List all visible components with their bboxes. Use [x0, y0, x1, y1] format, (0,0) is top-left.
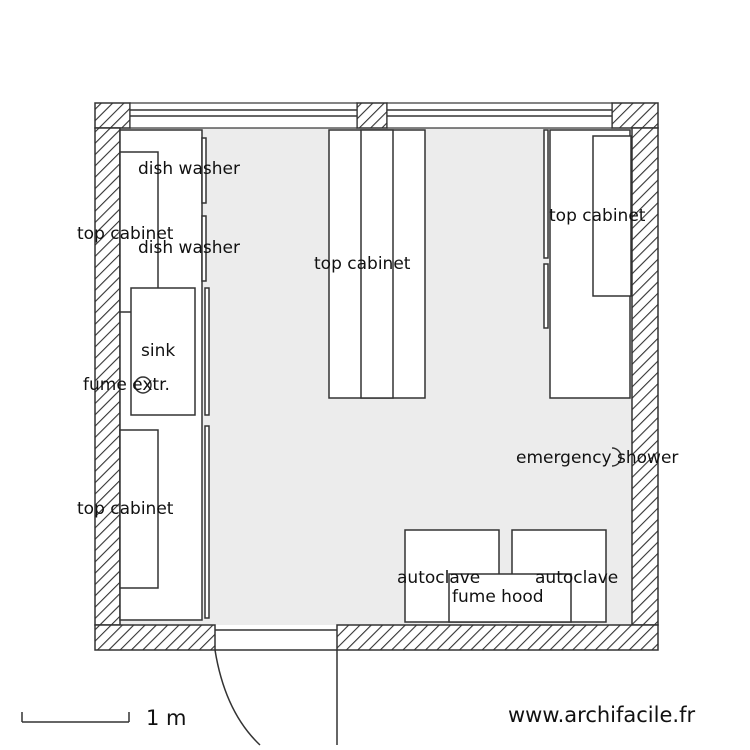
sink-shape	[130, 287, 196, 416]
fume-hood-shape	[448, 573, 572, 623]
top-cabinet-left-upper-label: top cabinet	[77, 224, 174, 244]
fume-hood-label: fume hood	[452, 587, 544, 607]
bench-front-strip-2	[204, 425, 210, 619]
autoclave-left-label: autoclave	[397, 568, 480, 588]
dish-washer-strip-1	[201, 137, 207, 204]
bench-front-strip-1	[204, 287, 210, 416]
scale-bar-label: 1 m	[146, 706, 187, 730]
dish-washer-strip-2	[201, 215, 207, 282]
wall-top-right	[611, 102, 659, 129]
wall-top-left	[94, 102, 131, 129]
scale-bar: 1 m	[21, 706, 187, 730]
center-island-top-strip	[360, 129, 394, 399]
wall-bottom-left	[94, 624, 216, 651]
right-bench-strip-1	[543, 129, 549, 259]
emergency-shower-icon	[611, 447, 622, 467]
door	[214, 629, 338, 746]
right-bench-strip-2	[543, 263, 549, 329]
wall-right	[631, 127, 659, 626]
wall-bottom-right	[336, 624, 659, 651]
top-cabinet-center-label: top cabinet	[314, 254, 411, 274]
watermark-text[interactable]: www.archifacile.fr	[508, 703, 695, 727]
wall-top-middle	[356, 102, 388, 129]
top-cabinet-right-label: top cabinet	[549, 206, 646, 226]
top-cabinet-left-lower-label: top cabinet	[77, 499, 174, 519]
fume-extractor-label: fume extr.	[83, 375, 170, 395]
dish-washer-label-2: dish washer	[138, 238, 240, 258]
top-cabinet-left-lower-shape	[119, 429, 159, 589]
walls	[94, 102, 659, 651]
dish-washer-label-1: dish washer	[138, 159, 240, 179]
sink-label: sink	[141, 341, 175, 361]
autoclave-right-label: autoclave	[535, 568, 618, 588]
top-cabinet-right-shape	[592, 135, 632, 297]
top-cabinet-left-upper-shape	[119, 151, 159, 313]
windows	[129, 102, 613, 129]
emergency-shower-label: emergency shower	[516, 448, 678, 468]
fume-extractor-icon	[134, 376, 152, 394]
